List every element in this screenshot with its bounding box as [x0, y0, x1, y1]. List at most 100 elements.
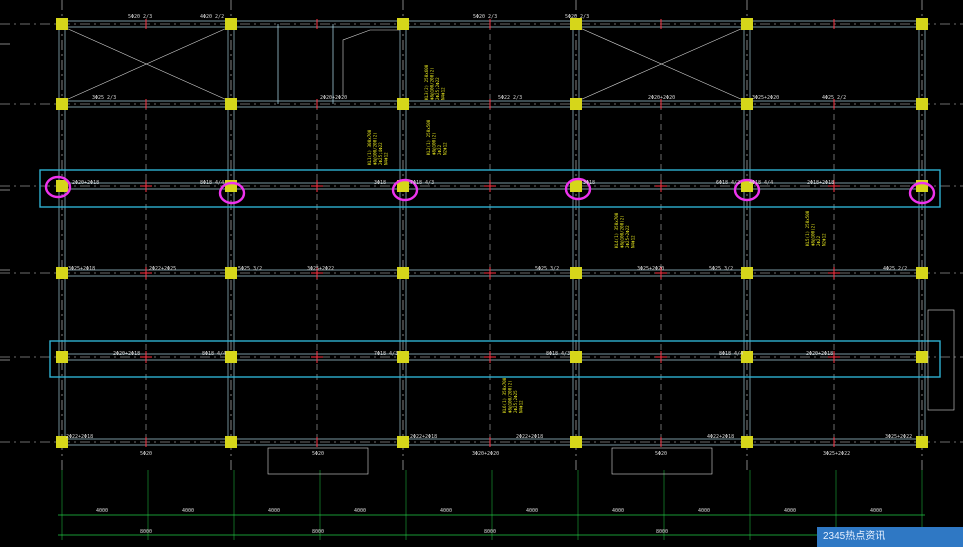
beam-note: N2Φ12	[822, 233, 827, 246]
column	[916, 267, 928, 279]
stair-outline	[342, 29, 400, 96]
markup-circle	[564, 177, 592, 201]
dimension-text: 4000	[268, 508, 280, 514]
dimension-text: 8000	[312, 529, 324, 535]
hot-news-notification[interactable]: 2345热点资讯	[817, 527, 963, 547]
markup-circle	[733, 178, 761, 202]
beam-note: 2Φ25;2Φ25	[513, 390, 518, 413]
column	[916, 98, 928, 110]
markup-circle	[44, 175, 72, 199]
column	[570, 180, 582, 192]
column	[570, 18, 582, 30]
column	[397, 98, 409, 110]
beam-label: 4Φ18 4/4	[749, 180, 773, 186]
beam-note: Φ8@100/200(2)	[430, 67, 435, 100]
column	[741, 180, 753, 192]
beam-label: 3Φ25+2Φ22	[823, 451, 850, 457]
beam-label: 4Φ25 2/2	[883, 266, 907, 272]
dimension-text: 4000	[354, 508, 366, 514]
beam-label: 7Φ18 4/3	[410, 180, 434, 186]
beam-label: 5Φ20 2/3	[473, 14, 497, 20]
beam-label: 3Φ25+2Φ20	[752, 95, 779, 101]
column	[225, 267, 237, 279]
beam-label: 2Φ20+2Φ18	[72, 180, 99, 186]
beam-label: 4Φ22+2Φ18	[707, 434, 734, 440]
markup-circle	[391, 178, 419, 202]
beam-label: 2Φ22+2Φ18	[410, 434, 437, 440]
highlight-box	[49, 340, 941, 378]
beam-label: 2Φ22+2Φ18	[66, 434, 93, 440]
markup-circle	[908, 181, 936, 205]
column	[225, 436, 237, 448]
column	[56, 351, 68, 363]
column	[570, 267, 582, 279]
column	[916, 436, 928, 448]
column	[225, 351, 237, 363]
column	[397, 18, 409, 30]
beam-label: 8Φ18 4/4	[200, 180, 224, 186]
beam-note: N2Φ12	[443, 142, 448, 155]
beam-label: 3Φ18	[374, 180, 386, 186]
beam-label: 8Φ18 4/4	[719, 351, 743, 357]
column	[397, 351, 409, 363]
beam-note: 2Φ25;2Φ22	[435, 77, 440, 100]
beam-label: 6Φ18 4/2	[716, 180, 740, 186]
column	[225, 98, 237, 110]
beam-label: 5Φ20	[312, 451, 324, 457]
beam-note: KL5(1) 250x500	[805, 210, 810, 246]
beam-label: 3Φ25+2Φ22	[307, 266, 334, 272]
beam-label: 3Φ25+2Φ20	[637, 266, 664, 272]
beam-label: 5Φ25 3/2	[709, 266, 733, 272]
beam-label: 5Φ22 2/3	[498, 95, 522, 101]
beam-label: 5Φ20	[140, 451, 152, 457]
beam-label: 5Φ25 3/2	[238, 266, 262, 272]
beam-label: 5Φ25 3/2	[535, 266, 559, 272]
beam-label: 3Φ25+2Φ18	[68, 266, 95, 272]
beam-label: 2Φ18+2Φ18	[807, 180, 834, 186]
column	[225, 18, 237, 30]
beam-label: 8Φ18 4/4	[202, 351, 226, 357]
beam-note: KL6(1) 350x700	[502, 377, 507, 413]
balcony-outline	[611, 447, 713, 475]
column	[225, 180, 237, 192]
beam-label: 2Φ20+2Φ18	[806, 351, 833, 357]
beam-label: 3Φ18	[583, 180, 595, 186]
beam-label: 3Φ20+2Φ20	[472, 451, 499, 457]
column	[741, 351, 753, 363]
dimension-text: 4000	[698, 508, 710, 514]
column	[741, 267, 753, 279]
beam-label: 2Φ20+2Φ18	[113, 351, 140, 357]
column	[741, 436, 753, 448]
beam-note: KL2(1) 250x500	[426, 119, 431, 155]
beam-note: N4Φ12	[441, 87, 446, 100]
beam-note: N4Φ12	[384, 152, 389, 165]
balcony-outline	[267, 447, 369, 475]
column	[56, 98, 68, 110]
column	[570, 351, 582, 363]
beam-note: KL3(2) 250x600	[424, 64, 429, 100]
beam-label: 2Φ22+2Φ18	[516, 434, 543, 440]
column	[570, 98, 582, 110]
beam-note: 2Φ25+2Φ22	[625, 225, 630, 248]
dimension-text: 4000	[784, 508, 796, 514]
beam-label: 4Φ25 2/2	[822, 95, 846, 101]
opening-cross	[65, 27, 228, 101]
column	[56, 18, 68, 30]
dimension-text: 4000	[612, 508, 624, 514]
beam-note: 2Φ22	[437, 144, 442, 155]
highlight-box	[39, 169, 941, 208]
dimension-text: 4000	[182, 508, 194, 514]
column	[741, 98, 753, 110]
beam-note: KL4(1) 350x700	[614, 212, 619, 248]
beam-label: 3Φ25+2Φ22	[885, 434, 912, 440]
beam-note: N4Φ12	[631, 235, 636, 248]
beam-note: 2Φ25;4Φ22	[378, 142, 383, 165]
column	[570, 436, 582, 448]
beam-label: 4Φ20 2/2	[200, 14, 224, 20]
beam-note: Φ8@100/200(2)	[373, 132, 378, 165]
beam-label: 2Φ22+2Φ25	[149, 266, 176, 272]
beam-label: 8Φ18 4/3	[546, 351, 570, 357]
dimension-text: 4000	[526, 508, 538, 514]
